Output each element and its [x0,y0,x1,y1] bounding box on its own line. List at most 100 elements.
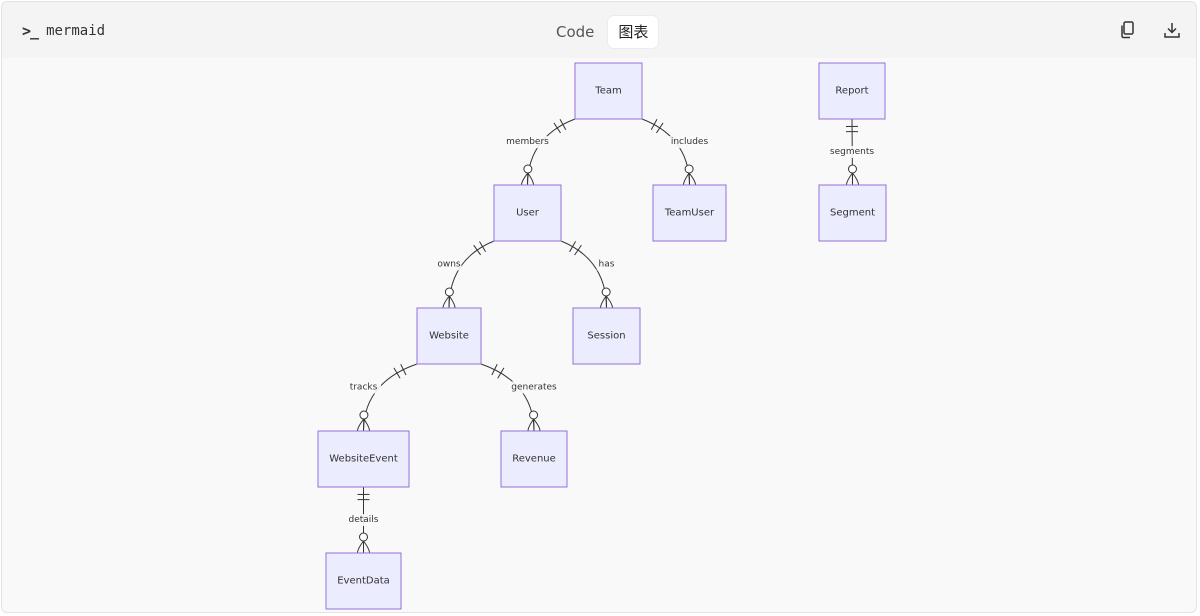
entity-team[interactable]: Team [574,62,643,120]
relationship-label-bg [436,258,462,271]
entity-box [652,184,727,242]
zero-marker [684,164,694,174]
toolbar: >_ mermaid Code 图表 [2,2,1196,58]
zero-marker [444,287,454,297]
exactly-one-marker [497,367,505,379]
relationship-line [641,118,690,186]
relationship-label: tracks [350,382,378,392]
terminal-icon: >_ [22,22,39,40]
copy-icon [1121,21,1134,39]
relationship-website-website-event: tracks [345,363,418,432]
relationship-label-bg [666,136,713,149]
crowfoot-marker [357,540,370,554]
crowfoot-marker [521,172,534,186]
relationship-label-bg [829,146,875,158]
crowfoot-marker [442,295,456,309]
relationship-label-bg [508,381,560,394]
relationship-label-bg [345,381,382,394]
entity-label: User [516,208,540,219]
exactly-one-marker [473,244,482,256]
entity-label: TeamUser [664,208,715,219]
er-diagram: members includes segments owns has tracks gene… [317,62,887,610]
entity-box [493,184,562,242]
entity-box [818,184,887,242]
entity-label: Website [429,331,469,342]
relationship-team-user: members [506,118,576,186]
relationship-line [560,240,607,309]
brand: >_ mermaid [22,21,105,41]
entity-website-event[interactable]: WebsiteEvent [317,430,410,488]
relationship-line [527,118,576,186]
relationship-website-event-event-data: details [343,487,384,554]
entity-report[interactable]: Report [818,62,886,120]
view-tabs: Code 图表 [546,16,659,48]
entity-event-data[interactable]: EventData [325,552,402,610]
tab-code[interactable]: Code [556,23,595,41]
relationship-line [363,363,418,432]
exactly-one-marker [553,122,561,134]
entity-website[interactable]: Website [416,307,482,365]
zero-marker [359,410,369,420]
relationship-line [448,240,495,309]
entity-box [574,62,643,120]
zero-marker [847,164,857,174]
relationship-label-bg [596,258,617,271]
copy-button[interactable] [1116,18,1140,42]
exactly-one-marker [650,119,658,131]
entity-label: Team [594,86,621,97]
entity-label: Session [587,331,625,342]
crowfoot-marker [683,172,696,186]
exactly-one-marker [574,244,582,256]
crowfoot-marker [845,172,859,186]
download-button[interactable] [1160,18,1184,42]
relationship-label: has [599,259,615,269]
entity-box [572,307,641,365]
relationship-label: segments [830,147,874,157]
brand-name: mermaid [46,23,106,39]
relationship-user-website: owns [436,240,495,309]
exactly-one-marker [400,364,407,376]
entity-box [818,62,886,120]
relationship-label-bg [343,514,384,526]
relationship-team-team-user: includes [641,118,713,186]
entity-box [416,307,482,365]
relationship-layer: members includes segments owns has tracks gene… [343,118,875,554]
relationship-report-segment: segments [829,118,875,186]
entity-box [317,430,410,488]
relationship-label: generates [511,382,557,392]
entity-label: EventData [337,576,390,587]
entity-label: WebsiteEvent [329,454,398,465]
relationship-user-session: has [560,240,617,309]
entity-label: Report [835,86,868,97]
relationship-label: includes [671,137,709,147]
entity-session[interactable]: Session [572,307,641,365]
zero-marker [529,410,539,420]
relationship-line [480,363,535,432]
zero-marker [359,532,368,542]
relationship-website-revenue: generates [480,363,560,432]
entity-team-user[interactable]: TeamUser [652,184,727,242]
exactly-one-marker [559,119,567,131]
entity-revenue[interactable]: Revenue [500,430,568,488]
entity-box [500,430,568,488]
crowfoot-marker [600,295,613,309]
exactly-one-marker [393,367,401,379]
relationship-label: details [349,515,379,525]
download-icon [1164,23,1180,38]
tab-diagram[interactable]: 图表 [608,16,659,48]
entity-label: Revenue [512,454,556,465]
relationship-label-bg [507,136,548,149]
crowfoot-marker [357,418,370,432]
relationship-label: owns [437,259,461,269]
relationship-label: members [506,137,549,147]
exactly-one-marker [656,122,664,134]
entity-user[interactable]: User [493,184,562,242]
entity-label: Segment [830,208,875,219]
crowfoot-marker [527,418,541,432]
exactly-one-marker [569,241,577,253]
entity-box [325,552,402,610]
zero-marker [523,164,533,174]
entity-segment[interactable]: Segment [818,184,887,242]
